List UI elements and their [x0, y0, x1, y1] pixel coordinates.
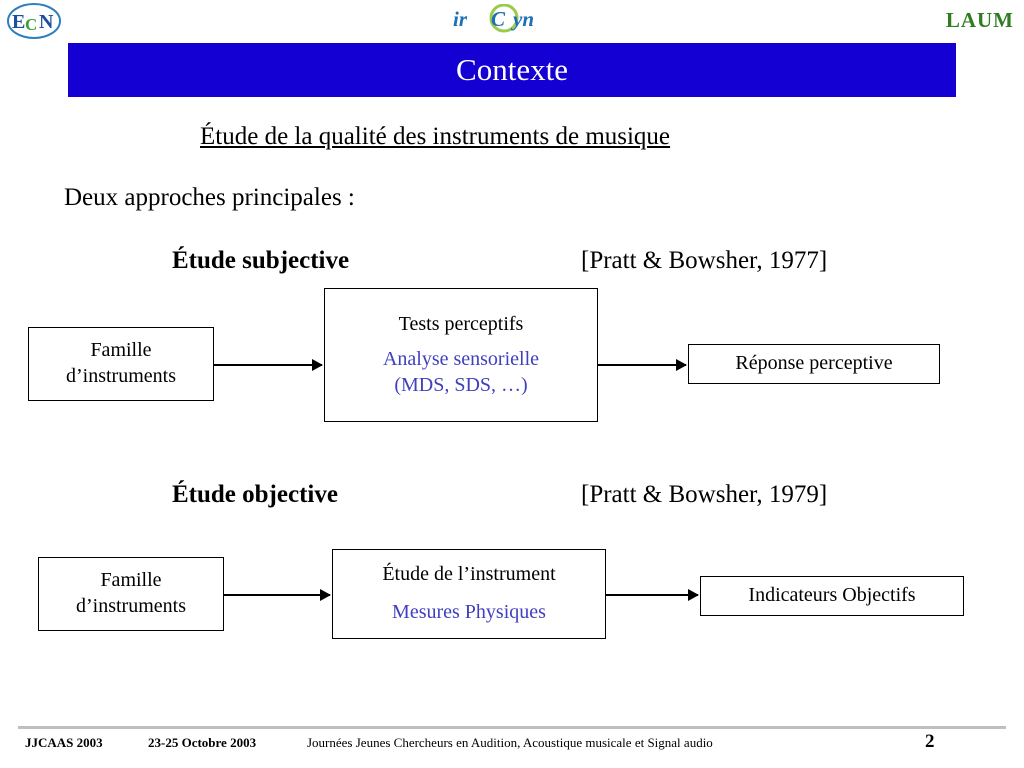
svg-text:C: C: [25, 15, 37, 34]
box-line: Analyse sensorielle: [382, 348, 540, 371]
box-line: Mesures Physiques: [392, 601, 546, 623]
footer-description: Journées Jeunes Chercheurs en Audition, …: [307, 735, 713, 750]
box-line: Famille: [90, 339, 152, 362]
subjective-study-reference: [Pratt & Bowsher, 1977]: [581, 247, 828, 274]
section-subheading: Deux approches principales :: [64, 184, 355, 211]
box-famille-instruments-subjective: Famille d’instruments: [28, 327, 214, 401]
page-number: 2: [925, 731, 935, 752]
box-line: d’instruments: [76, 595, 186, 617]
laum-logo: LAUM: [945, 8, 1014, 32]
box-line: d’instruments: [66, 365, 176, 387]
box-famille-instruments-objective: Famille d’instruments: [38, 557, 224, 631]
objective-study-reference: [Pratt & Bowsher, 1979]: [581, 481, 828, 508]
box-line: Réponse perceptive: [735, 352, 893, 375]
page-title: Contexte: [456, 52, 568, 87]
box-line: (MDS, SDS, …): [394, 373, 528, 396]
box-tests-perceptifs: Tests perceptifs Analyse sensorielle (MD…: [324, 288, 598, 422]
svg-text:ir: ir: [453, 7, 468, 31]
footer-conference: JJCAAS 2003: [25, 735, 103, 750]
box-line: Étude de l’instrument: [382, 563, 556, 586]
svg-text:N: N: [39, 11, 54, 33]
ecn-logo: E C N: [6, 2, 62, 40]
arrow-right-icon: [224, 589, 331, 601]
arrow-right-icon: [598, 359, 687, 371]
svg-text:yn: yn: [510, 7, 534, 31]
box-line: Indicateurs Objectifs: [748, 584, 916, 607]
objective-study-label: Étude objective: [172, 481, 338, 508]
slide-title-bar: Contexte: [68, 43, 956, 97]
arrow-right-icon: [606, 589, 699, 601]
section-heading: Étude de la qualité des instruments de m…: [200, 123, 671, 150]
svg-text:E: E: [12, 11, 25, 33]
footer-date: 23-25 Octobre 2003: [148, 735, 257, 750]
box-etude-instrument: Étude de l’instrument Mesures Physiques: [332, 549, 606, 639]
subjective-study-label: Étude subjective: [172, 247, 350, 274]
box-reponse-perceptive: Réponse perceptive: [688, 344, 940, 384]
svg-text:C: C: [491, 7, 506, 31]
box-line: Famille: [100, 569, 162, 592]
ircyn-logo: ir C yn: [447, 3, 577, 34]
box-line: Tests perceptifs: [398, 312, 524, 335]
footer-divider: [18, 726, 1006, 729]
box-indicateurs-objectifs: Indicateurs Objectifs: [700, 576, 964, 616]
arrow-right-icon: [214, 359, 323, 371]
